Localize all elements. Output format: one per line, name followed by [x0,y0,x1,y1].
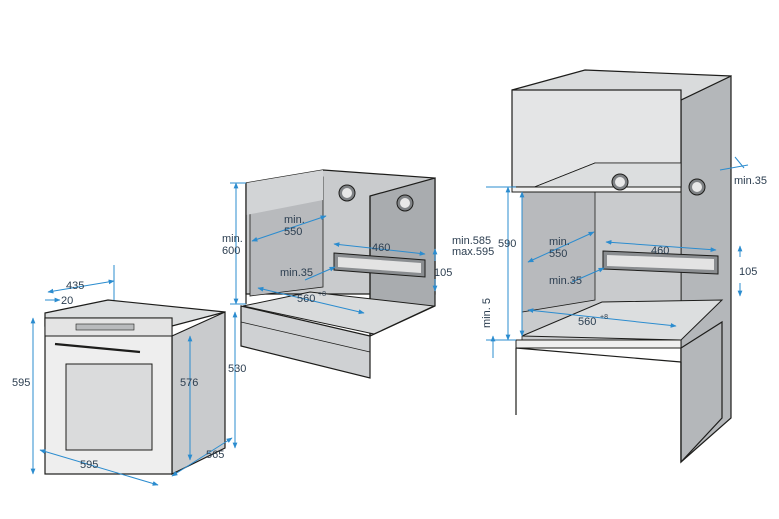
cabinet-under-counter: min. 600 min. 550 460 min.35 105 560 +8 [222,169,452,379]
dim-560-tolerance: +8 [318,291,326,298]
dim-560: 560 [578,316,596,328]
dim-565: 565 [206,449,224,461]
dim-min550-label: min. [284,214,305,226]
cabinet-under-plinth [240,305,371,379]
dim-560: 560 [297,293,315,305]
oven-handle [54,342,141,354]
dim-min35-top: min.35 [734,175,767,187]
dim-min600-label: min. [222,233,243,245]
dim-590: 590 [498,238,516,250]
oven-display [75,323,135,331]
dim-min585: min.585 [452,235,491,247]
dim-105: 105 [739,266,757,278]
dim-105: 105 [434,267,452,279]
dim-min35: min.35 [280,267,313,279]
dim-530: 530 [228,363,246,375]
dim-min600-value: 600 [222,245,240,257]
oven-window [65,363,153,451]
dim-min550-value: 550 [549,248,567,260]
dim-max595: max.595 [452,246,494,258]
dim-min550-value: 550 [284,226,302,238]
dim-min5: min. 5 [481,298,493,328]
dim-576: 576 [180,377,198,389]
dim-560-tolerance: +8 [600,314,608,321]
dim-595-width: 595 [80,459,98,471]
dim-20: 20 [61,295,73,307]
dim-min550-label: min. [549,236,570,248]
cabinet-tall: min.585 max.595 590 min.35 min. 550 460 … [452,69,767,464]
oven-unit: 435 20 595 576 530 595 565 [12,265,246,486]
cabinet-under-left-side [246,170,323,215]
dim-min35: min.35 [549,275,582,287]
dim-460: 460 [651,245,669,257]
dim-435: 435 [66,280,84,292]
dim-595-height: 595 [12,377,30,389]
dim-460: 460 [372,242,390,254]
